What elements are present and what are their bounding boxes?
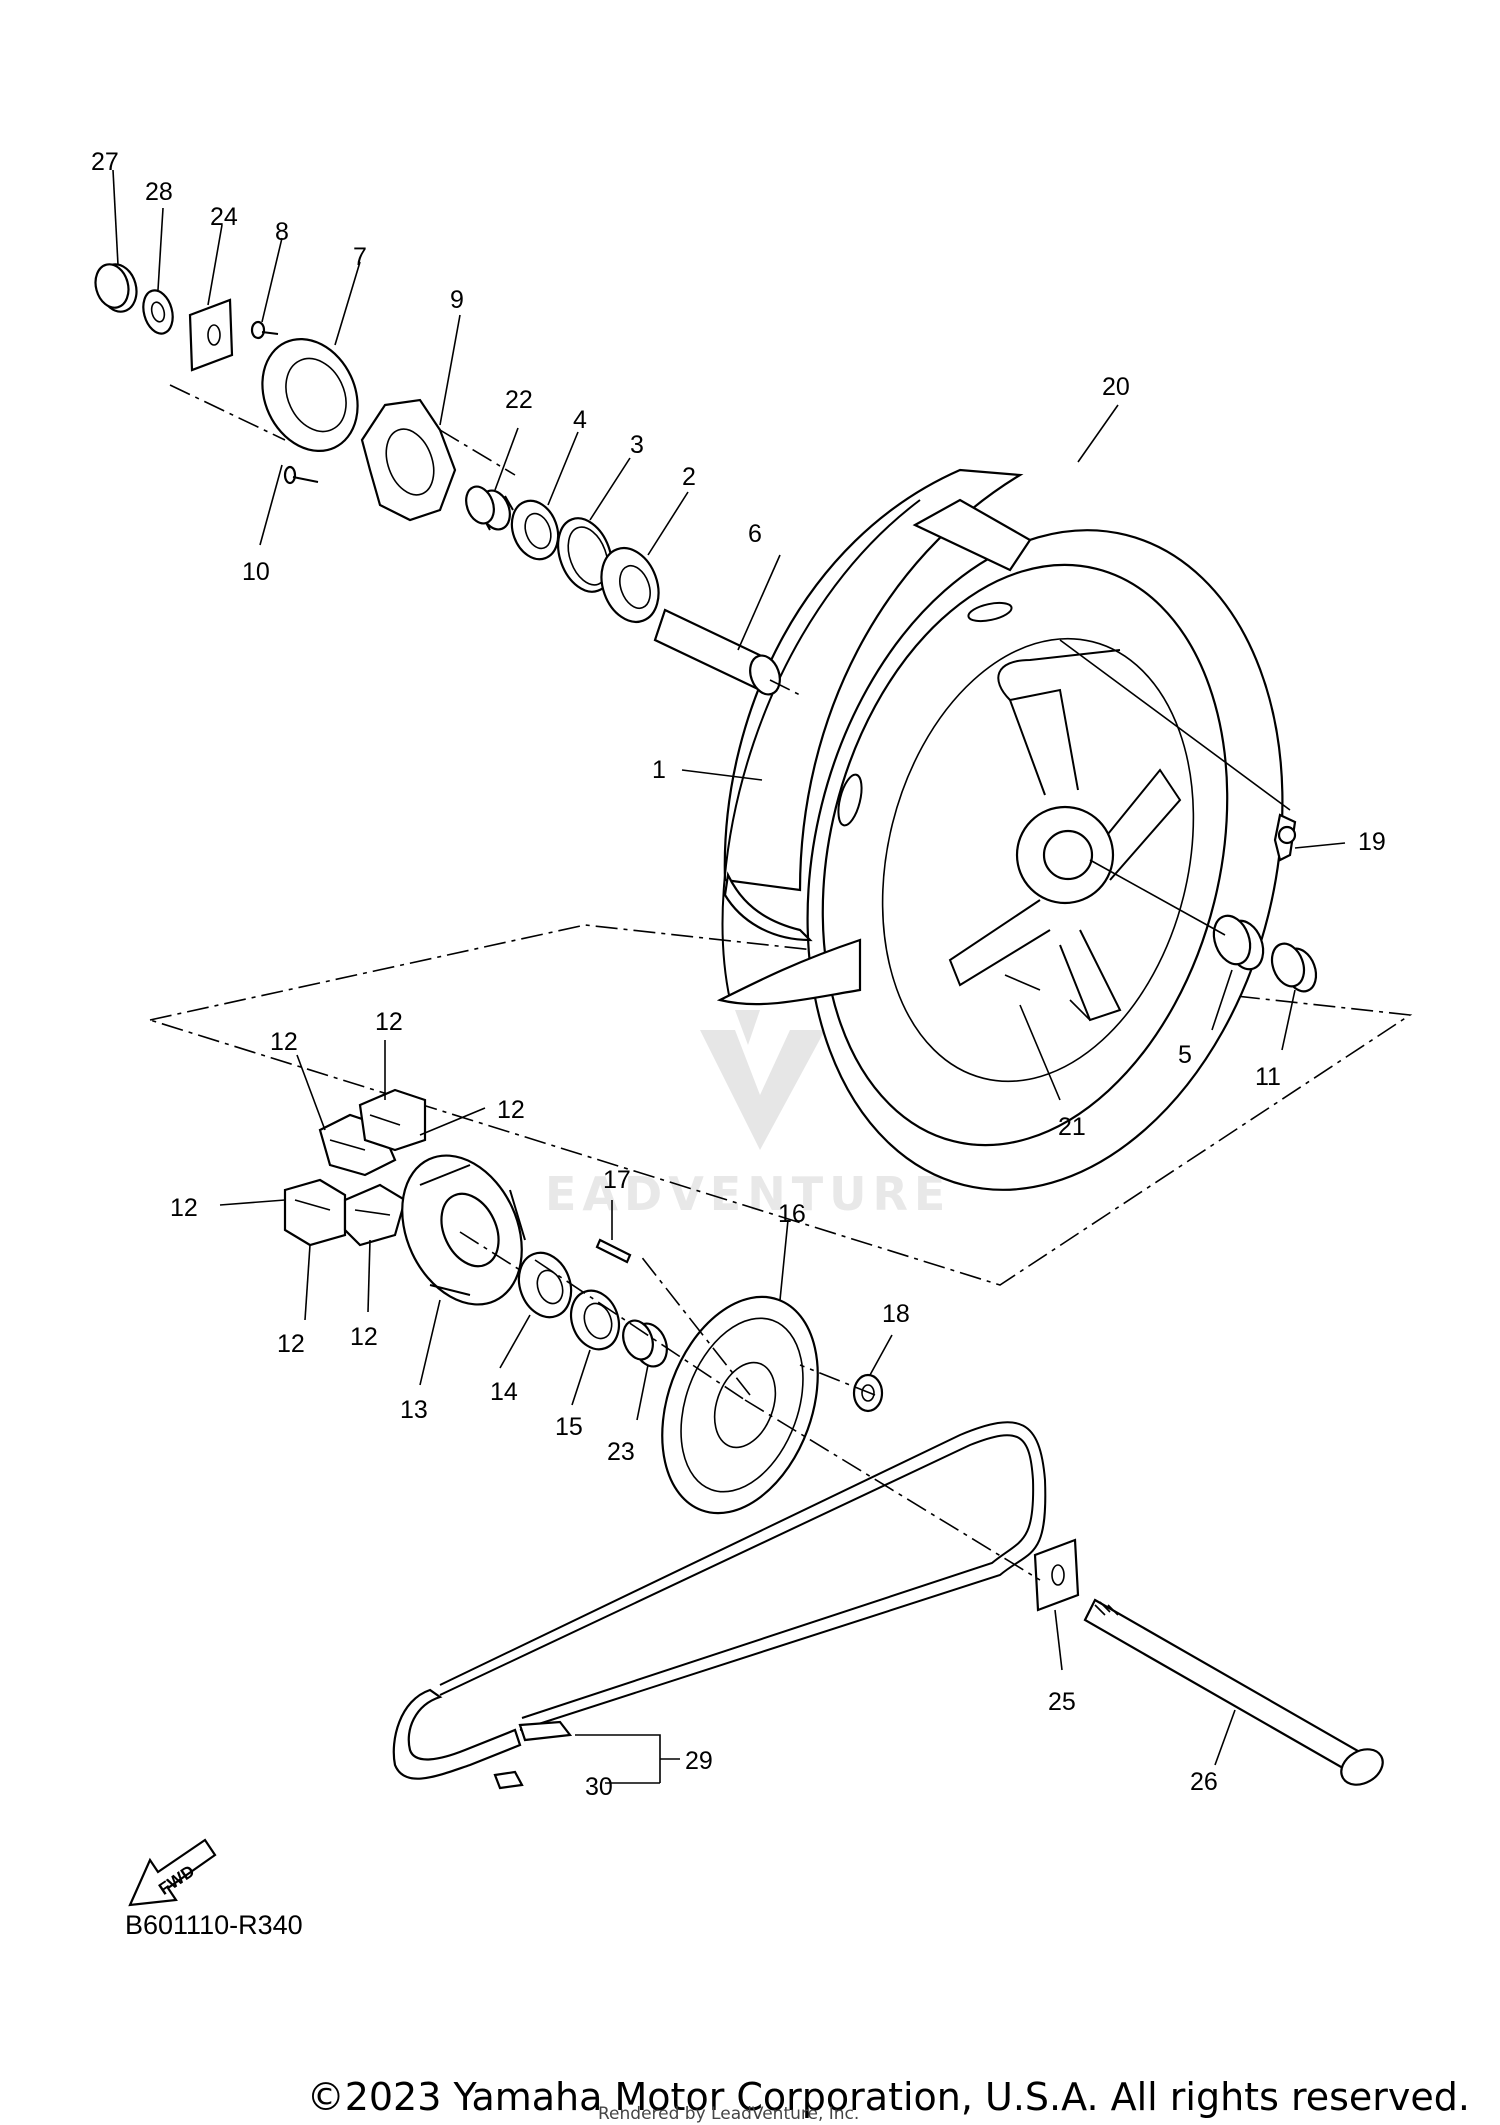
rendered-by-note: Rendered by LeadVenture, Inc. <box>598 2104 860 2124</box>
callout-3: 3 <box>630 431 644 459</box>
callout-15: 15 <box>555 1413 583 1441</box>
callout-12-f: 12 <box>350 1323 378 1351</box>
hub-assembly-outline <box>146 924 1413 1286</box>
circlip-3 <box>557 517 613 593</box>
copyright-notice: ©2023 Yamaha Motor Corporation, U.S.A. A… <box>306 2075 1470 2119</box>
callout-19: 19 <box>1358 828 1386 856</box>
collar-23 <box>622 1319 668 1368</box>
leader-lines <box>112 169 1346 1784</box>
spacer-6 <box>653 608 781 696</box>
callout-18: 18 <box>882 1300 910 1328</box>
callout-25: 25 <box>1048 1688 1076 1716</box>
bolt-8 <box>250 320 279 340</box>
callout-12-c: 12 <box>497 1096 525 1124</box>
drive-chain-29 <box>392 1421 1047 1790</box>
callout-12-a: 12 <box>270 1028 298 1056</box>
callout-7: 7 <box>353 243 367 271</box>
collar-22 <box>465 485 514 531</box>
callout-5: 5 <box>1178 1041 1192 1069</box>
dampers-12 <box>283 1088 427 1247</box>
sprocket-16 <box>661 1295 819 1515</box>
callout-9: 9 <box>450 286 464 314</box>
callout-2: 2 <box>682 463 696 491</box>
callout-13: 13 <box>400 1396 428 1424</box>
callout-12-d: 12 <box>170 1194 198 1222</box>
bearing-5 <box>1212 914 1265 971</box>
clutch-hub-13 <box>401 1154 526 1306</box>
leadventure-watermark: EADVENTURE <box>545 1010 945 1221</box>
diagram-reference-code: B601110-R340 <box>125 1910 303 1940</box>
caliper-bracket-9 <box>360 398 457 522</box>
callout-8: 8 <box>275 218 289 246</box>
wheel-assembly <box>716 468 1284 1191</box>
callout-10: 10 <box>242 558 270 586</box>
callout-11: 11 <box>1255 1063 1281 1091</box>
washer-28 <box>142 289 174 335</box>
callout-29: 29 <box>685 1747 713 1775</box>
adjuster-24 <box>188 298 234 372</box>
stud-bolt-17 <box>595 1238 632 1264</box>
callout-16: 16 <box>778 1200 806 1228</box>
plate-7 <box>261 337 359 453</box>
callout-20: 20 <box>1102 373 1130 401</box>
callout-28: 28 <box>145 178 173 206</box>
callout-30: 30 <box>585 1773 613 1801</box>
callout-17: 17 <box>603 1166 631 1194</box>
bearing-14 <box>517 1251 573 1319</box>
bolt-10 <box>283 465 319 485</box>
callout-numbers: 27 28 24 8 7 9 10 22 4 3 2 6 20 1 19 5 1… <box>91 148 1386 1801</box>
nut-27 <box>94 263 138 313</box>
oil-seal-15 <box>569 1289 621 1351</box>
fwd-arrow-icon: FWD <box>128 1838 217 1907</box>
collar-11 <box>1270 942 1318 993</box>
callout-12-b: 12 <box>375 1008 403 1036</box>
callout-14: 14 <box>490 1378 518 1406</box>
callout-26: 26 <box>1190 1768 1218 1796</box>
callout-21: 21 <box>1058 1113 1086 1141</box>
oil-seal-4 <box>510 499 560 561</box>
axle-26 <box>1083 1598 1384 1786</box>
callout-22: 22 <box>505 386 533 414</box>
callout-6: 6 <box>748 520 762 548</box>
callout-27: 27 <box>91 148 119 176</box>
callout-4: 4 <box>573 406 587 434</box>
callout-23: 23 <box>607 1438 635 1466</box>
adjuster-25 <box>1033 1538 1080 1612</box>
callout-1: 1 <box>652 756 666 784</box>
valve-19 <box>1273 813 1297 862</box>
callout-24: 24 <box>210 203 238 231</box>
bearing-2 <box>600 547 660 623</box>
callout-12-e: 12 <box>277 1330 305 1358</box>
